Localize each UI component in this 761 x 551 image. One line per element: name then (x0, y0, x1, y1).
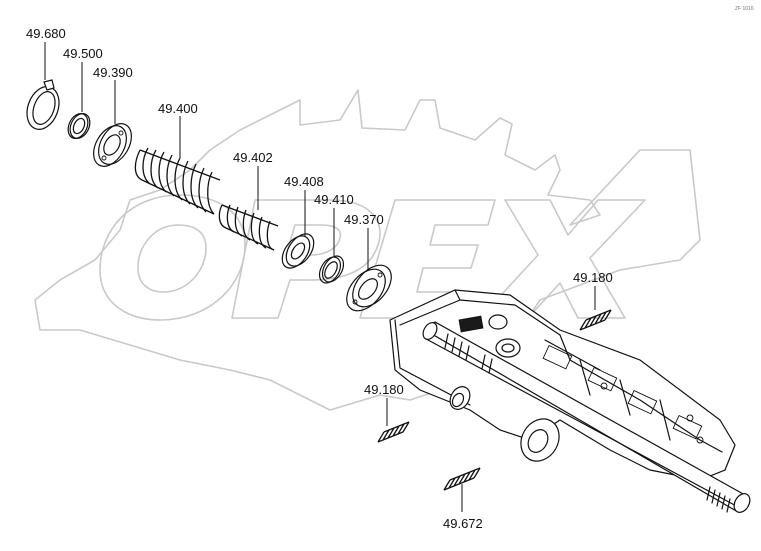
label-49402: 49.402 (233, 150, 273, 165)
leader-lines (44, 42, 596, 512)
corner-mark: ZF 1016 (735, 6, 754, 12)
shift-housing (389, 289, 736, 481)
label-49500: 49.500 (63, 46, 103, 61)
thrust-washer-49390 (93, 123, 132, 167)
label-49180-right: 49.180 (573, 270, 613, 285)
watermark-opex-letters (99, 194, 646, 321)
spring-49180-right (579, 309, 612, 331)
retaining-ring-49410 (318, 255, 345, 284)
spring-49180-left (377, 421, 410, 443)
label-49680: 49.680 (26, 26, 66, 41)
spring-49402 (218, 204, 279, 251)
spring-49400 (134, 147, 221, 215)
label-49672: 49.672 (443, 516, 483, 531)
flanged-washer-49370 (346, 264, 392, 312)
ring-49500 (67, 113, 91, 139)
label-49408: 49.408 (284, 174, 324, 189)
part-number-labels: 49.680 49.500 49.390 49.400 49.402 49.40… (26, 26, 613, 531)
washer-49408 (281, 233, 315, 269)
shift-shaft (422, 321, 751, 513)
label-49400: 49.400 (158, 101, 198, 116)
snap-ring-49680 (26, 79, 60, 130)
label-49410: 49.410 (314, 192, 354, 207)
label-49390: 49.390 (93, 65, 133, 80)
label-49370: 49.370 (344, 212, 384, 227)
label-49180-left: 49.180 (364, 382, 404, 397)
spring-49672 (443, 467, 481, 491)
